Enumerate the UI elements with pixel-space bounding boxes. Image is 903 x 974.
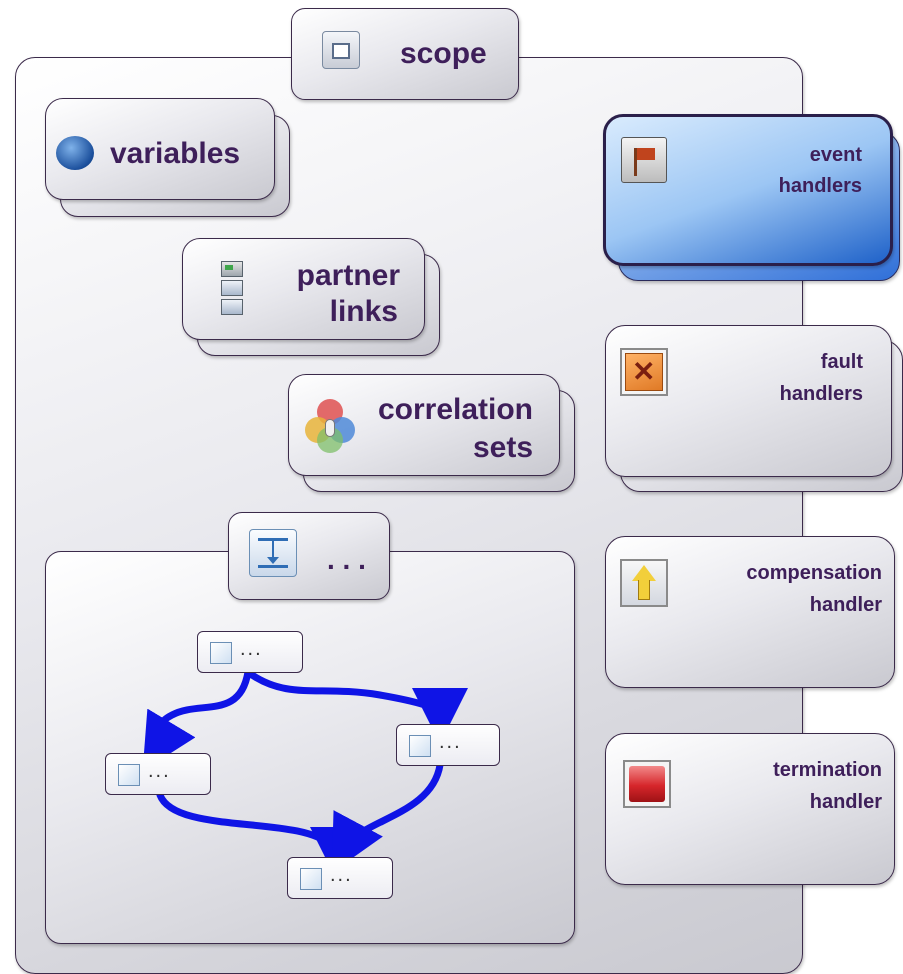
variables-icon <box>56 136 94 170</box>
termination-handler-box[interactable]: termination handler <box>605 733 895 885</box>
activity-icon <box>409 735 431 757</box>
fault-handlers-line2: handlers <box>779 383 863 405</box>
correlation-sets-box[interactable]: correlation sets <box>288 374 560 476</box>
activity-label: ... <box>148 760 171 782</box>
activity-label: ... <box>330 864 353 886</box>
activity-label: ... <box>240 638 263 660</box>
up-arrow-icon <box>620 559 668 607</box>
compensation-handler-box[interactable]: compensation handler <box>605 536 895 688</box>
fault-icon: ✕ <box>620 348 668 396</box>
correlation-sets-line2: sets <box>472 431 533 464</box>
flow-title: . . . <box>327 544 366 575</box>
flow-icon <box>249 529 297 577</box>
variables-box[interactable]: variables <box>45 98 275 200</box>
termination-handler-line1: termination <box>773 759 882 781</box>
activity-node-left[interactable]: ... <box>105 753 211 795</box>
arrow-right-to-bottom <box>331 761 444 873</box>
activity-node-right[interactable]: ... <box>396 724 500 766</box>
fault-handlers-box[interactable]: ✕ fault handlers <box>605 325 892 477</box>
scope-header[interactable]: scope <box>291 8 519 100</box>
event-handlers-line1: event <box>809 144 862 166</box>
activity-icon <box>118 764 140 786</box>
partner-links-line1: partner <box>296 259 400 292</box>
arrow-left-to-bottom <box>156 791 366 883</box>
compensation-handler-line1: compensation <box>746 562 882 584</box>
compensation-handler-line2: handler <box>809 594 882 616</box>
partner-links-icon <box>221 261 243 317</box>
activity-node-top[interactable]: ... <box>197 631 303 673</box>
partner-links-line2: links <box>329 295 398 328</box>
arrow-top-to-right <box>248 671 468 744</box>
flow-header[interactable]: . . . <box>228 512 390 600</box>
activity-node-bottom[interactable]: ... <box>287 857 393 899</box>
variables-label: variables <box>110 137 241 170</box>
scope-title: scope <box>400 37 487 70</box>
event-handlers-box[interactable]: event handlers <box>603 114 893 266</box>
scope-icon <box>322 31 360 69</box>
correlation-sets-icon <box>305 399 357 455</box>
stop-icon <box>623 760 671 808</box>
fault-handlers-line1: fault <box>820 351 863 373</box>
activity-icon <box>300 868 322 890</box>
activity-label: ... <box>439 731 462 753</box>
arrow-top-to-left <box>142 668 252 772</box>
termination-handler-line2: handler <box>809 791 882 813</box>
correlation-sets-line1: correlation <box>377 393 533 426</box>
flag-icon <box>621 137 667 183</box>
event-handlers-line2: handlers <box>778 175 862 197</box>
partner-links-box[interactable]: partner links <box>182 238 425 340</box>
activity-icon <box>210 642 232 664</box>
